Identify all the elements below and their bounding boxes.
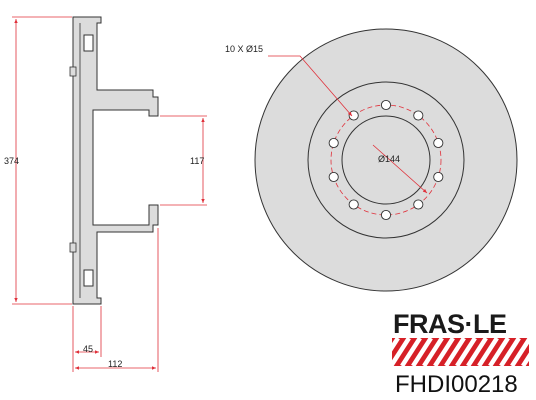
brand-stripe: [392, 338, 400, 352]
brand-stripe: [510, 338, 529, 366]
bolt-hole: [348, 199, 359, 210]
boss-lower: [69, 242, 77, 253]
brand-stripe: [488, 338, 510, 366]
brand-stripe: [422, 338, 444, 366]
fras-le-logo: FRAS·LE FHDI00218: [392, 309, 529, 398]
brand-stripe: [455, 338, 477, 366]
bolt-hole: [380, 99, 392, 111]
bolt-hole: [348, 110, 359, 121]
dim-label-friction-width: 45: [83, 344, 93, 354]
brand-stripes: [392, 338, 529, 366]
bolt-hole: [328, 171, 339, 183]
disc-face-view: [254, 28, 518, 292]
brand-stripe: [466, 338, 488, 366]
brand-stripe: [521, 352, 529, 366]
side-dimensions: [12, 16, 207, 372]
brand-stripe: [392, 338, 411, 366]
brand-stripe: [400, 338, 422, 366]
bolt-hole: [433, 171, 444, 183]
brand-stripe: [444, 338, 466, 366]
bolt-hole: [433, 137, 444, 149]
side-section-view: [69, 16, 159, 305]
bolt-circle-label: Ø144: [378, 154, 400, 164]
dim-label-total-height: 112: [108, 359, 122, 369]
bolt-circle-leader: [372, 144, 428, 194]
bolt-hole: [413, 199, 424, 210]
brand-name: FRAS·LE: [393, 309, 507, 339]
bolt-hole: [328, 137, 339, 149]
disc-section-outline: [72, 16, 159, 305]
bolt-hole-leader: [268, 55, 353, 117]
vent-slot-upper: [83, 34, 94, 52]
bolt-holes: [328, 99, 444, 221]
vent-slot-lower: [83, 269, 94, 287]
bolt-hole: [413, 110, 424, 121]
bolt-hole: [380, 209, 392, 221]
brand-stripe: [499, 338, 521, 366]
dim-label-overall-diameter: 374: [4, 156, 19, 166]
bolt-holes-note: 10 X Ø15: [225, 44, 263, 54]
brand-stripe: [411, 338, 433, 366]
brand-stripe: [433, 338, 455, 366]
center-bore: [341, 115, 431, 205]
part-number: FHDI00218: [395, 371, 518, 398]
boss-upper: [69, 66, 77, 77]
brand-stripe: [477, 338, 499, 366]
dim-label-hub-diameter: 117: [190, 156, 204, 166]
